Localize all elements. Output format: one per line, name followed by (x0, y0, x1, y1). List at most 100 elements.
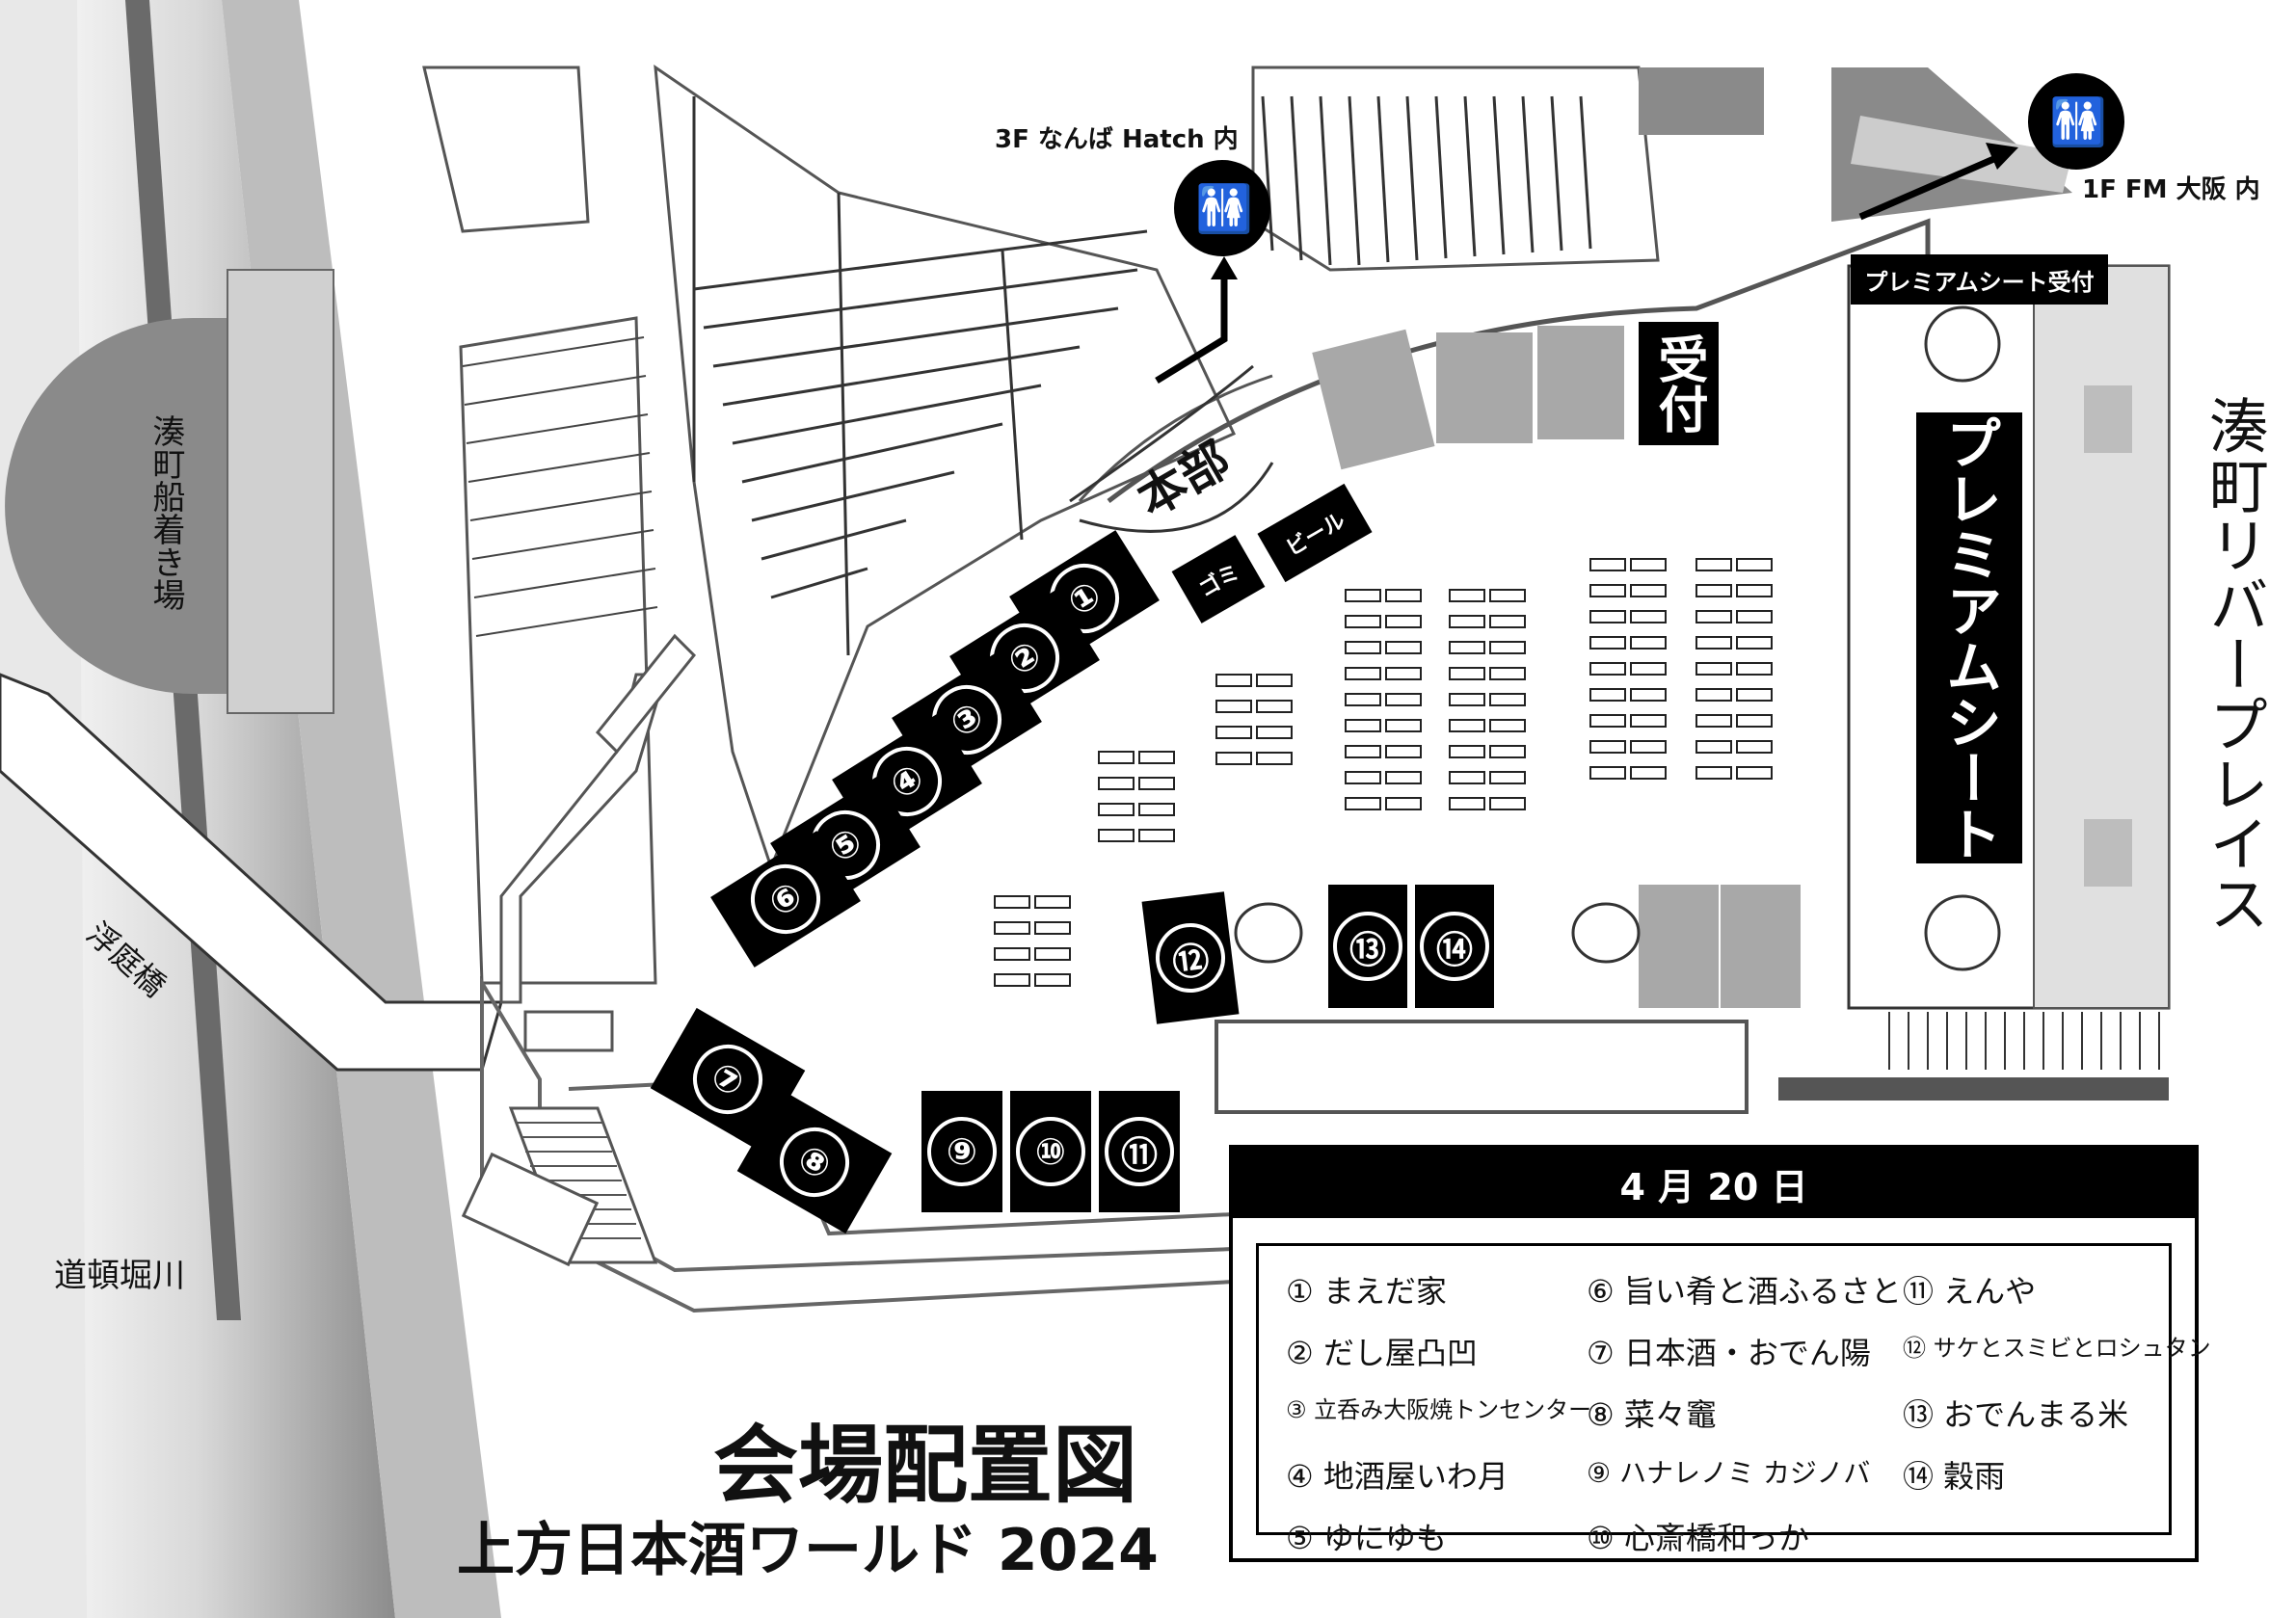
seat-table (994, 947, 1030, 961)
stand-stripes-2 (692, 96, 1148, 656)
legend-item: ⑦ 日本酒・おでん陽 (1587, 1335, 1871, 1371)
restroom-icon: 🚻 (1174, 160, 1270, 256)
seat-table (1256, 726, 1293, 739)
seat-table (1736, 766, 1773, 780)
legend-item: ⑩ 心斎橋和っか (1587, 1520, 1809, 1556)
legend-item: ⑥ 旨い肴と酒ふるさと (1587, 1273, 1902, 1310)
legend-list: ① まえだ家 ② だし屋凸凹 ③ 立呑み大阪焼トンセンター ④ 地酒屋いわ月 ⑤… (1256, 1243, 2211, 1556)
seat-table (1736, 584, 1773, 597)
seat-table (1589, 688, 1626, 702)
place-funatsukiba: 湊町船着き場 (147, 414, 185, 611)
seat-table (1630, 558, 1667, 571)
seat-table (1385, 693, 1422, 706)
restroom-fm-label: 1F FM 大阪 内 (2082, 175, 2260, 204)
seat-table (1489, 771, 1526, 784)
gray-stall (1312, 329, 1435, 470)
seat-table (1098, 777, 1135, 790)
seat-table (1345, 589, 1381, 602)
booth-10: ⑩ (1010, 1091, 1091, 1212)
legend-item: ① まえだ家 (1286, 1273, 1447, 1310)
round-table (1571, 902, 1641, 964)
honbu-arc (1069, 364, 1254, 503)
legend-item: ⑫ サケとスミビとロシュタン (1903, 1335, 2211, 1362)
premium-reception-label: プレミアムシート受付 (1851, 254, 2108, 305)
legend-item: ⑧ 菜々竈 (1587, 1396, 1717, 1433)
seat-table (1589, 714, 1626, 728)
seat-table (1489, 667, 1526, 680)
booth-14: ⑭ (1415, 885, 1494, 1008)
seat-table (1449, 719, 1485, 732)
upper-stand (1251, 66, 1660, 272)
seat-table (1630, 688, 1667, 702)
seat-table (1630, 584, 1667, 597)
seat-table (1695, 766, 1732, 780)
seat-table (1449, 797, 1485, 810)
seat-table (1345, 667, 1381, 680)
map-title: 会場配置図 (713, 1416, 1138, 1515)
seat-table (1489, 745, 1526, 758)
seat-table (1630, 714, 1667, 728)
seat-table (1345, 797, 1381, 810)
legend-item: ⑤ ゆにゆも (1286, 1520, 1447, 1556)
seat-table (1736, 688, 1773, 702)
seat-table (1098, 803, 1135, 816)
seat-table (1385, 797, 1422, 810)
seat-table (1256, 700, 1293, 713)
seat-table (1449, 667, 1485, 680)
seat-table (1695, 558, 1732, 571)
map-subtitle: 上方日本酒ワールド 2024 (457, 1517, 1159, 1584)
booth-13: ⑬ (1328, 885, 1407, 1008)
seat-table (1098, 829, 1135, 842)
seat-table (1695, 636, 1732, 650)
seat-table (1630, 740, 1667, 754)
seat-table (1630, 610, 1667, 623)
seat-table (1489, 615, 1526, 628)
legend-date: 4 月 20 日 (1233, 1149, 2195, 1218)
seat-table (1385, 667, 1422, 680)
seat-table (1034, 973, 1071, 987)
seat-table (1695, 610, 1732, 623)
place-riverplace: 湊町リバープレイス (2199, 395, 2269, 933)
seat-table (1695, 688, 1732, 702)
seat-table (1589, 662, 1626, 676)
seat-table (1345, 615, 1381, 628)
seat-table (1449, 589, 1485, 602)
seat-table (1449, 615, 1485, 628)
legend-item: ③ 立呑み大阪焼トンセンター (1286, 1396, 1592, 1423)
legend-item: ⑪ えんや (1903, 1273, 2037, 1310)
legend-item: ⑨ ハナレノミ カジノバ (1587, 1457, 1871, 1489)
booth-legend: 4 月 20 日 ① まえだ家 ② だし屋凸凹 ③ 立呑み大阪焼トンセンター ④… (1229, 1145, 2211, 1562)
seat-table (1345, 719, 1381, 732)
seat-table (1589, 740, 1626, 754)
seat-table (1695, 714, 1732, 728)
reception-booth: 受付 (1639, 322, 1719, 445)
pier-semicircle (5, 318, 194, 694)
seat-table (1589, 584, 1626, 597)
seat-table (1736, 662, 1773, 676)
seat-table (1215, 752, 1252, 765)
seat-table (1449, 641, 1485, 654)
seating-tables (994, 558, 1773, 987)
seat-table (1736, 636, 1773, 650)
seat-table (1695, 584, 1732, 597)
gray-stall (1537, 326, 1624, 439)
seat-table (1589, 558, 1626, 571)
seat-table (1215, 726, 1252, 739)
legend-item: ⑭ 穀雨 (1903, 1458, 2006, 1495)
seat-table (994, 973, 1030, 987)
booth-12: ⑫ (1141, 891, 1240, 1024)
gray-stall (1436, 332, 1533, 443)
seat-table (1138, 777, 1175, 790)
seat-table (1034, 921, 1071, 935)
seat-table (1138, 751, 1175, 764)
seat-table (1695, 662, 1732, 676)
seat-table (1215, 700, 1252, 713)
seat-table (1345, 641, 1381, 654)
seat-table (1385, 615, 1422, 628)
seat-table (1449, 693, 1485, 706)
premium-seat-area: プレミアムシート (1916, 412, 2022, 863)
seat-table (1589, 766, 1626, 780)
seat-table (1630, 766, 1667, 780)
seat-table (1345, 693, 1381, 706)
arrow-to-fm (1858, 150, 2007, 221)
